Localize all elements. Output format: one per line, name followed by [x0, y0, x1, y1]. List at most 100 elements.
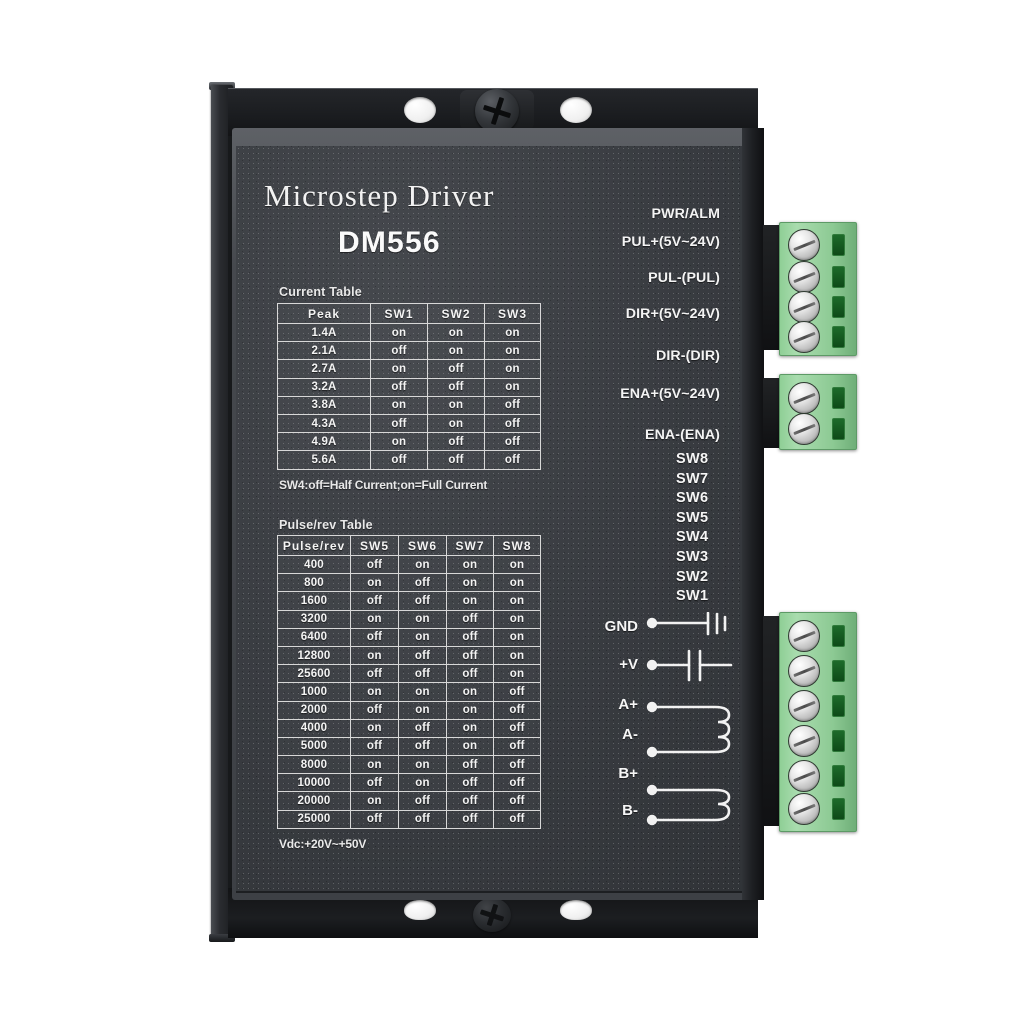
- mounting-hole-top-left: [404, 97, 436, 123]
- pulse-table-cell: on: [493, 591, 541, 611]
- dip-switch-label-sw5: SW5: [676, 509, 709, 526]
- terminal-screw-b-plus[interactable]: [788, 760, 820, 792]
- terminal-label-plusv: +V: [619, 656, 638, 673]
- pulse-table-cell: off: [446, 773, 494, 793]
- terminal-screw-ena-plus[interactable]: [788, 382, 820, 414]
- pulse-table-cell: off: [446, 809, 494, 829]
- pulse-table-cell: off: [398, 664, 447, 684]
- pulse-table-cell: on: [446, 682, 494, 702]
- pulse-table-row-label: 800: [277, 573, 351, 593]
- terminal-slot-3: [832, 296, 845, 318]
- current-table-cell: off: [370, 377, 428, 397]
- signal-label-dir-dir: DIR-(DIR): [656, 348, 720, 364]
- terminal-label-bminus: B-: [622, 802, 638, 819]
- pulse-table-cell: on: [493, 554, 541, 575]
- pulse-table-cell: off: [446, 609, 494, 629]
- current-table-row-label: 2.7A: [277, 359, 371, 379]
- current-table-row-label: 3.8A: [277, 395, 371, 415]
- pulse-table-cell: on: [350, 718, 399, 738]
- terminal-screw-dir-plus[interactable]: [788, 291, 820, 323]
- current-table-cell: on: [484, 341, 541, 361]
- pulse-table-row-label: 4000: [277, 718, 351, 738]
- pulse-table-cell: on: [446, 700, 494, 720]
- current-table-note: SW4:off=Half Current;on=Full Current: [279, 478, 488, 492]
- terminal-screw-pul-minus[interactable]: [788, 261, 820, 293]
- current-table-cell: off: [484, 450, 541, 470]
- terminal-screw-a-plus[interactable]: [788, 690, 820, 722]
- pulse-table-cell: off: [493, 791, 541, 811]
- pulse-table-cell: on: [493, 609, 541, 629]
- terminal-block-lower-6pin[interactable]: [779, 612, 857, 832]
- page-title: Microstep Driver: [264, 178, 495, 213]
- current-table-cell: on: [427, 322, 485, 343]
- pulse-table-cell: on: [446, 718, 494, 738]
- pulse-table-cell: on: [398, 554, 447, 575]
- current-table-cell: on: [427, 341, 485, 361]
- pulse-table-cell: off: [398, 591, 447, 611]
- pulse-table-row-label: 12800: [277, 645, 351, 666]
- pulse-table-cell: off: [350, 554, 399, 575]
- signal-label-dir-5v-24v: DIR+(5V~24V): [625, 306, 720, 322]
- body-right-edge: [742, 128, 764, 900]
- current-table-row-label: 5.6A: [277, 450, 371, 470]
- terminal-screw-gnd[interactable]: [788, 620, 820, 652]
- pulse-table-row-label: 3200: [277, 609, 351, 629]
- current-table-row-label: 3.2A: [277, 377, 371, 397]
- terminal-slot-10: [832, 730, 845, 752]
- pulse-table-cell: on: [350, 755, 399, 775]
- pulse-table-row-label: 6400: [277, 627, 351, 647]
- gnd-terminal-dot: [646, 617, 658, 629]
- current-table-row-label: 1.4A: [277, 322, 371, 343]
- pulse-table-row-label: 1600: [277, 591, 351, 611]
- terminal-slot-9: [832, 695, 845, 717]
- current-table-cell: off: [484, 432, 541, 452]
- terminal-slot-4: [832, 326, 845, 348]
- current-table-cell: on: [484, 359, 541, 379]
- pulse-table-cell: off: [493, 736, 541, 757]
- terminal-screw-ena-minus[interactable]: [788, 413, 820, 445]
- pulse-table-cell: on: [493, 645, 541, 666]
- current-table-header-1: SW1: [370, 303, 428, 324]
- terminal-block-upper-4pin[interactable]: [779, 222, 857, 356]
- terminal-screw-pul-plus[interactable]: [788, 229, 820, 261]
- signal-label-pul-5v-24v: PUL+(5V~24V): [621, 234, 720, 250]
- current-table-row-label: 4.9A: [277, 432, 371, 452]
- pulse-table-cell: off: [398, 809, 447, 829]
- pulse-table-cell: off: [446, 664, 494, 684]
- terminal-screw-b-minus[interactable]: [788, 793, 820, 825]
- wiring-symbol-group: [646, 612, 733, 826]
- pulse-table-cell: on: [446, 573, 494, 593]
- terminal-screw-dir-minus[interactable]: [788, 321, 820, 353]
- current-table-row-label: 4.3A: [277, 413, 371, 434]
- pulse-table-header-0: Pulse/rev: [277, 535, 351, 556]
- pulse-table-cell: off: [350, 591, 399, 611]
- bplus-terminal-dot: [646, 784, 658, 796]
- pulse-table-cell: off: [446, 627, 494, 647]
- pulse-table-cell: off: [493, 755, 541, 775]
- terminal-block-middle-2pin[interactable]: [779, 374, 857, 450]
- terminal-screw-a-minus[interactable]: [788, 725, 820, 757]
- pulse-table-cell: off: [493, 718, 541, 738]
- pulse-table-header-2: SW6: [398, 535, 447, 556]
- current-table-cell: off: [427, 450, 485, 470]
- dip-switch-label-sw6: SW6: [676, 490, 709, 507]
- terminal-slot-11: [832, 765, 845, 787]
- terminal-screw-vplus[interactable]: [788, 655, 820, 687]
- pulse-table-cell: on: [350, 573, 399, 593]
- dip-switch-label-sw3: SW3: [676, 549, 709, 565]
- terminal-slot-7: [832, 625, 845, 647]
